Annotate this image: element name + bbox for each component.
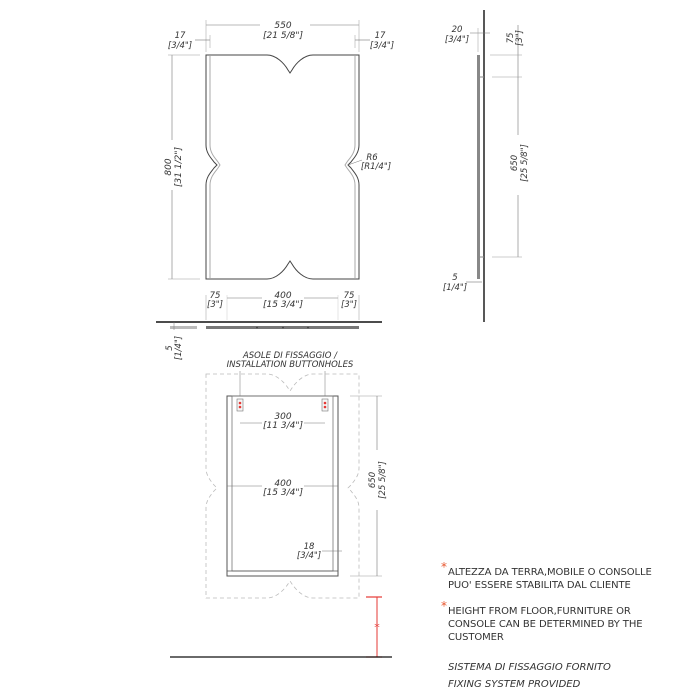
buttonhole-marker bbox=[323, 405, 327, 409]
dim-top-center-mm: 400 bbox=[274, 291, 291, 301]
dim-width-in: [21 5/8"] bbox=[263, 31, 303, 41]
front-view: 550 [21 5/8"] 17 [3/4"] 17 [3/4"] 800 [3… bbox=[164, 17, 394, 280]
dim-hole-spacing-mm: 300 bbox=[274, 412, 291, 422]
dim-bottom-gap-mm: 5 bbox=[452, 273, 457, 283]
dim-left-edge-mm: 17 bbox=[175, 31, 186, 41]
dim-top-left-in: [3"] bbox=[207, 300, 223, 310]
dim-right-edge-mm: 17 bbox=[375, 31, 386, 41]
fixing-system-note: SISTEMA DI FISSAGGIO FORNITO FIXING SYST… bbox=[448, 659, 611, 693]
dim-depth-mm: 20 bbox=[452, 25, 463, 35]
dim-right-edge-in: [3/4"] bbox=[370, 41, 394, 51]
note-it-line1: ALTEZZA DA TERRA,MOBILE O CONSOLLE bbox=[448, 567, 652, 578]
dim-frame-width-mm: 400 bbox=[274, 479, 291, 489]
height-asterisk-marker: * bbox=[374, 621, 380, 634]
dim-bracket-span-mm: 650 bbox=[510, 155, 520, 171]
dim-frame-width-in: [15 3/4"] bbox=[263, 488, 303, 498]
dim-hole-spacing-in: [11 3/4"] bbox=[263, 421, 303, 431]
mirror-ghost-outline bbox=[205, 373, 360, 599]
dim-height-mm: 800 bbox=[164, 158, 174, 175]
top-view: 75 [3"] 400 [15 3/4"] 75 [3"] 5 [1/4"] bbox=[156, 288, 382, 360]
dim-frame-height-in: [25 5/8"] bbox=[378, 461, 388, 499]
side-view: 20 [3/4"] 75 [3"] 650 [25 5/8"] 5 [1/4"] bbox=[443, 10, 530, 322]
asterisk-icon: * bbox=[441, 560, 447, 574]
note-en-line3: CUSTOMER bbox=[448, 632, 504, 643]
dim-height-in: [31 1/2"] bbox=[174, 147, 184, 187]
note-height-en: * HEIGHT FROM FLOOR,FURNITURE OR CONSOLE… bbox=[441, 600, 643, 644]
buttonhole-marker bbox=[323, 401, 327, 405]
dim-wall-gap-in: [1/4"] bbox=[174, 336, 184, 360]
dim-top-left-mm: 75 bbox=[210, 291, 221, 301]
rear-view: ASOLE DI FISSAGGIO / INSTALLATION BUTTON… bbox=[170, 351, 392, 658]
dim-wall-gap-mm: 5 bbox=[165, 345, 175, 350]
dim-top-center-in: [15 3/4"] bbox=[263, 300, 303, 310]
fixing-note-en: FIXING SYSTEM PROVIDED bbox=[448, 679, 581, 690]
dim-top-right-mm: 75 bbox=[344, 291, 355, 301]
fixing-note-it: SISTEMA DI FISSAGGIO FORNITO bbox=[448, 662, 611, 673]
dim-top-right-in: [3"] bbox=[341, 300, 357, 310]
note-en-line2: CONSOLE CAN BE DETERMINED BY THE bbox=[448, 619, 643, 630]
asterisk-icon: * bbox=[441, 599, 447, 613]
dim-top-offset-mm: 75 bbox=[506, 33, 516, 44]
dim-left-edge-in: [3/4"] bbox=[168, 41, 192, 51]
dim-frame-height-mm: 650 bbox=[368, 472, 378, 488]
mirror-profile bbox=[477, 55, 480, 279]
buttonholes-label-it: ASOLE DI FISSAGGIO / bbox=[242, 351, 338, 361]
buttonholes-label-en: INSTALLATION BUTTONHOLES bbox=[227, 360, 354, 370]
dim-radius-in: [R1/4"] bbox=[361, 162, 391, 172]
dim-width-mm: 550 bbox=[274, 21, 291, 31]
buttonhole-marker bbox=[238, 405, 242, 409]
note-it-line2: PUO' ESSERE STABILITA DAL CLIENTE bbox=[448, 580, 631, 591]
dim-frame-thickness-mm: 18 bbox=[304, 542, 315, 552]
dim-depth-in: [3/4"] bbox=[445, 35, 469, 45]
mirror-outline bbox=[205, 54, 360, 280]
dim-bracket-span-in: [25 5/8"] bbox=[520, 144, 530, 182]
dim-bottom-gap-in: [1/4"] bbox=[443, 283, 467, 293]
note-en-line1: HEIGHT FROM FLOOR,FURNITURE OR bbox=[448, 606, 631, 617]
note-height-it: * ALTEZZA DA TERRA,MOBILE O CONSOLLE PUO… bbox=[441, 561, 652, 592]
dim-radius-mm: R6 bbox=[366, 153, 378, 163]
dim-top-offset-in: [3"] bbox=[515, 30, 525, 46]
buttonhole-marker bbox=[238, 401, 242, 405]
dim-frame-thickness-in: [3/4"] bbox=[297, 551, 321, 561]
